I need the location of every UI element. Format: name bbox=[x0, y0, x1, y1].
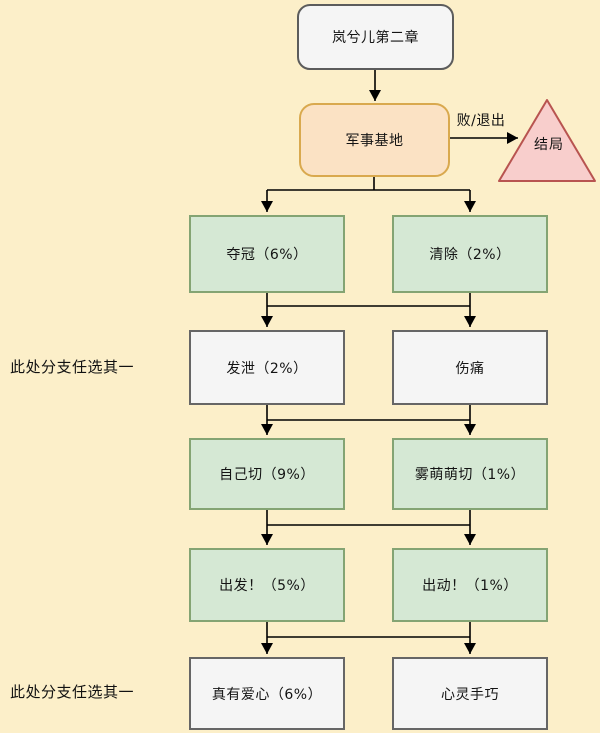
node-ending-label: 结局 bbox=[534, 137, 564, 153]
node-row4-right: 出动！（1%） bbox=[392, 548, 548, 622]
branch-note-1: 此处分支任选其一 bbox=[10, 358, 135, 376]
node-base: 军事基地 bbox=[299, 103, 450, 177]
edge-label-exit: 败/退出 bbox=[456, 113, 506, 129]
node-row3-right: 雾萌萌切（1%） bbox=[392, 438, 548, 510]
node-row5-left: 真有爱心（6%） bbox=[189, 657, 345, 730]
branch-note-2: 此处分支任选其一 bbox=[10, 683, 135, 701]
node-start: 岚兮儿第二章 bbox=[297, 4, 454, 70]
node-row1-right: 清除（2%） bbox=[392, 215, 548, 293]
node-row2-right: 伤痛 bbox=[392, 330, 548, 405]
node-row5-right: 心灵手巧 bbox=[392, 657, 548, 730]
node-row4-left: 出发！（5%） bbox=[189, 548, 345, 622]
node-row1-left: 夺冠（6%） bbox=[189, 215, 345, 293]
node-row3-left: 自己切（9%） bbox=[189, 438, 345, 510]
node-row2-left: 发泄（2%） bbox=[189, 330, 345, 405]
